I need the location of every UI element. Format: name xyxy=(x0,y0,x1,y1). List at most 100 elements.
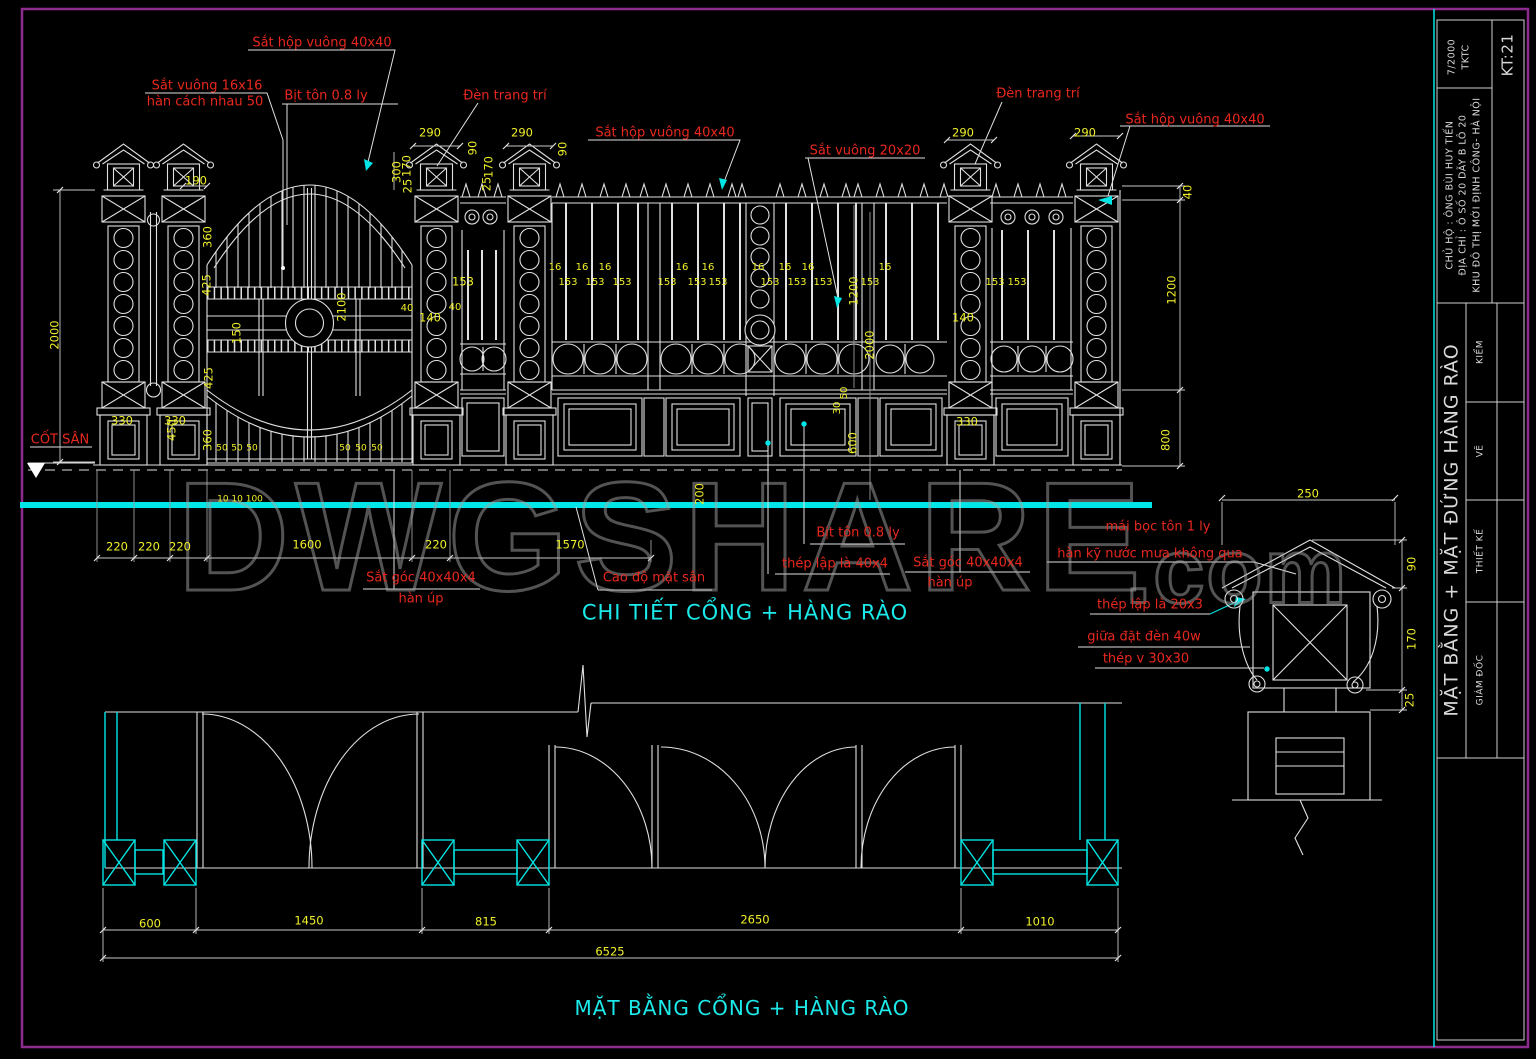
annotation-label: Đèn trang trí xyxy=(463,88,547,104)
dimension-label: 290 xyxy=(419,125,441,140)
dimension-label: 16 xyxy=(778,262,792,273)
dimension-label: 25 xyxy=(479,176,494,192)
dimension-label: 170 xyxy=(399,155,414,177)
dimension-label: 600 xyxy=(845,432,860,454)
dimension-label: 150 xyxy=(229,322,244,344)
annotation-label: Cao độ mặt sân xyxy=(602,570,706,586)
annotation-label: hàn úp xyxy=(398,591,444,607)
dimension-label: 16 xyxy=(701,262,715,273)
dimension-label: 140 xyxy=(419,310,441,325)
titleblock-role-giamdoc: GIÁM ĐỐC xyxy=(1475,654,1486,706)
dimension-label: 170 xyxy=(481,156,496,178)
dimension-label: 290 xyxy=(952,125,974,140)
dimension-label: 30 xyxy=(832,401,843,415)
titleblock-sheet-number: KT:21 xyxy=(1498,33,1517,77)
annotation-label: Sắt hộp vuông 40x40 xyxy=(595,125,735,141)
dimension-label: 290 xyxy=(511,125,533,140)
titleblock-role-kiem: KIỂM xyxy=(1475,339,1486,365)
elevation-title: CHI TIẾT CỔNG + HÀNG RÀO xyxy=(581,600,909,625)
dimension-label: 153 xyxy=(813,277,833,288)
annotation-label: Bịt tôn 0.8 ly xyxy=(284,88,368,104)
dimension-label: 40 xyxy=(400,303,414,314)
dimension-label: 815 xyxy=(475,914,497,929)
dimension-label: 330 xyxy=(111,413,133,428)
dimension-label: 800 xyxy=(1158,429,1173,451)
dimension-label: 220 xyxy=(169,539,191,554)
annotation-label: thép lập là 40x4 xyxy=(782,556,888,572)
dimension-label: 90 xyxy=(465,140,480,156)
dimension-label: 6525 xyxy=(595,944,625,959)
dimension-label: 250 xyxy=(1297,486,1319,501)
dimension-label: 153 xyxy=(452,274,474,289)
dimension-label: 153 xyxy=(1007,277,1027,288)
dimension-label: 290 xyxy=(1074,125,1096,140)
dimension-label: 1450 xyxy=(294,913,324,928)
dimension-label: 90 xyxy=(555,141,570,157)
annotation-label: Sắt vuông 20x20 xyxy=(809,143,921,159)
dimension-label: 153 xyxy=(558,277,578,288)
dimension-label: 425 xyxy=(199,274,214,296)
dimension-label: 1010 xyxy=(1025,914,1055,929)
titleblock-district: KHU ĐÔ THỊ MỚI ĐỊNH CÔNG- HÀ NỘI xyxy=(1471,97,1483,293)
dimension-label: 360 xyxy=(200,226,215,248)
dimension-label: 2000 xyxy=(47,320,62,350)
dimension-label: 50 xyxy=(246,443,258,454)
dimension-label: 40 xyxy=(448,302,462,313)
dimension-label: 1200 xyxy=(846,276,861,306)
dimension-label: 153 xyxy=(687,277,707,288)
dimension-label: 16 xyxy=(575,262,589,273)
annotation-label: Sắt hộp vuông 40x40 xyxy=(252,35,392,51)
dimension-label: 16 xyxy=(548,262,562,273)
annotation-label: Sắt góc 40x40x4 xyxy=(366,570,476,586)
dimension-label: 50 xyxy=(216,443,228,454)
plan-title: MẶT BẰNG CỔNG + HÀNG RÀO xyxy=(574,996,910,1020)
dimension-lines xyxy=(53,132,1407,962)
annotation-label: Sắt góc 40x40x4 xyxy=(913,555,1023,571)
annotation-label: hàn úp xyxy=(927,575,973,591)
dimension-label: 1570 xyxy=(555,537,585,552)
ground-level-line xyxy=(20,502,1152,508)
dimension-label: 16 xyxy=(801,262,815,273)
annotation-label: Sắt vuông 16x16 xyxy=(151,78,263,94)
dimension-label: 50 xyxy=(371,443,383,454)
dimension-label: 153 xyxy=(760,277,780,288)
dimension-label: 50 xyxy=(231,443,243,454)
dimension-label: 16 xyxy=(878,262,892,273)
dimension-label: 450 xyxy=(164,419,179,441)
dimension-label: 2000 xyxy=(862,330,877,360)
annotation-label: Đèn trang trí xyxy=(996,86,1080,102)
annotation-label: CỐT SÂN xyxy=(30,432,90,448)
dimension-label: 10 10 100 xyxy=(217,494,263,505)
dimension-label: 153 xyxy=(657,277,677,288)
titleblock-address: ĐỊA CHỈ : Ô SỐ 20 DÃY B LÔ 20 xyxy=(1457,114,1469,276)
dimension-label: 153 xyxy=(860,277,880,288)
annotation-label: Sắt hộp vuông 40x40 xyxy=(1125,112,1265,128)
dimension-label: 16 xyxy=(675,262,689,273)
dimension-label: 1200 xyxy=(1164,275,1179,305)
titleblock-owner: CHỦ HỘ : ÔNG BÙI HUY TIẾN xyxy=(1444,120,1456,270)
lamp-detail-drawing xyxy=(1221,539,1396,856)
dimension-label: 50 xyxy=(839,386,850,400)
annotation-label: hàn kỹ nước mưa không qua xyxy=(1057,546,1243,562)
dimension-label: 50 xyxy=(339,443,351,454)
plan-drawing xyxy=(102,664,1122,886)
dimension-label: 220 xyxy=(138,539,160,554)
dimension-label: 425 xyxy=(201,367,216,389)
dimension-label: 220 xyxy=(425,537,447,552)
dimension-label: 330 xyxy=(956,414,978,429)
dimension-label: 25 xyxy=(400,178,415,194)
annotation-label: Bịt tôn 0.8 ly xyxy=(816,525,900,541)
dimension-label: 153 xyxy=(708,277,728,288)
dimension-label: 200 xyxy=(692,483,707,505)
annotation-label: hàn cách nhau 50 xyxy=(146,94,264,110)
dimension-label: 600 xyxy=(139,916,161,931)
dimension-label: 140 xyxy=(952,310,974,325)
dimension-label: 170 xyxy=(1404,628,1419,650)
titleblock-role-thietke: THIẾT KẾ xyxy=(1475,528,1486,574)
titleblock-date: 7/2000 xyxy=(1446,38,1458,76)
dimension-label: 220 xyxy=(106,539,128,554)
dimension-label: 50 xyxy=(355,443,367,454)
titleblock-role-ve: VẼ xyxy=(1475,444,1486,458)
titleblock-drawing-title: MẶT BẰNG + MẶT ĐỨNG HÀNG RÀO xyxy=(1440,343,1463,717)
